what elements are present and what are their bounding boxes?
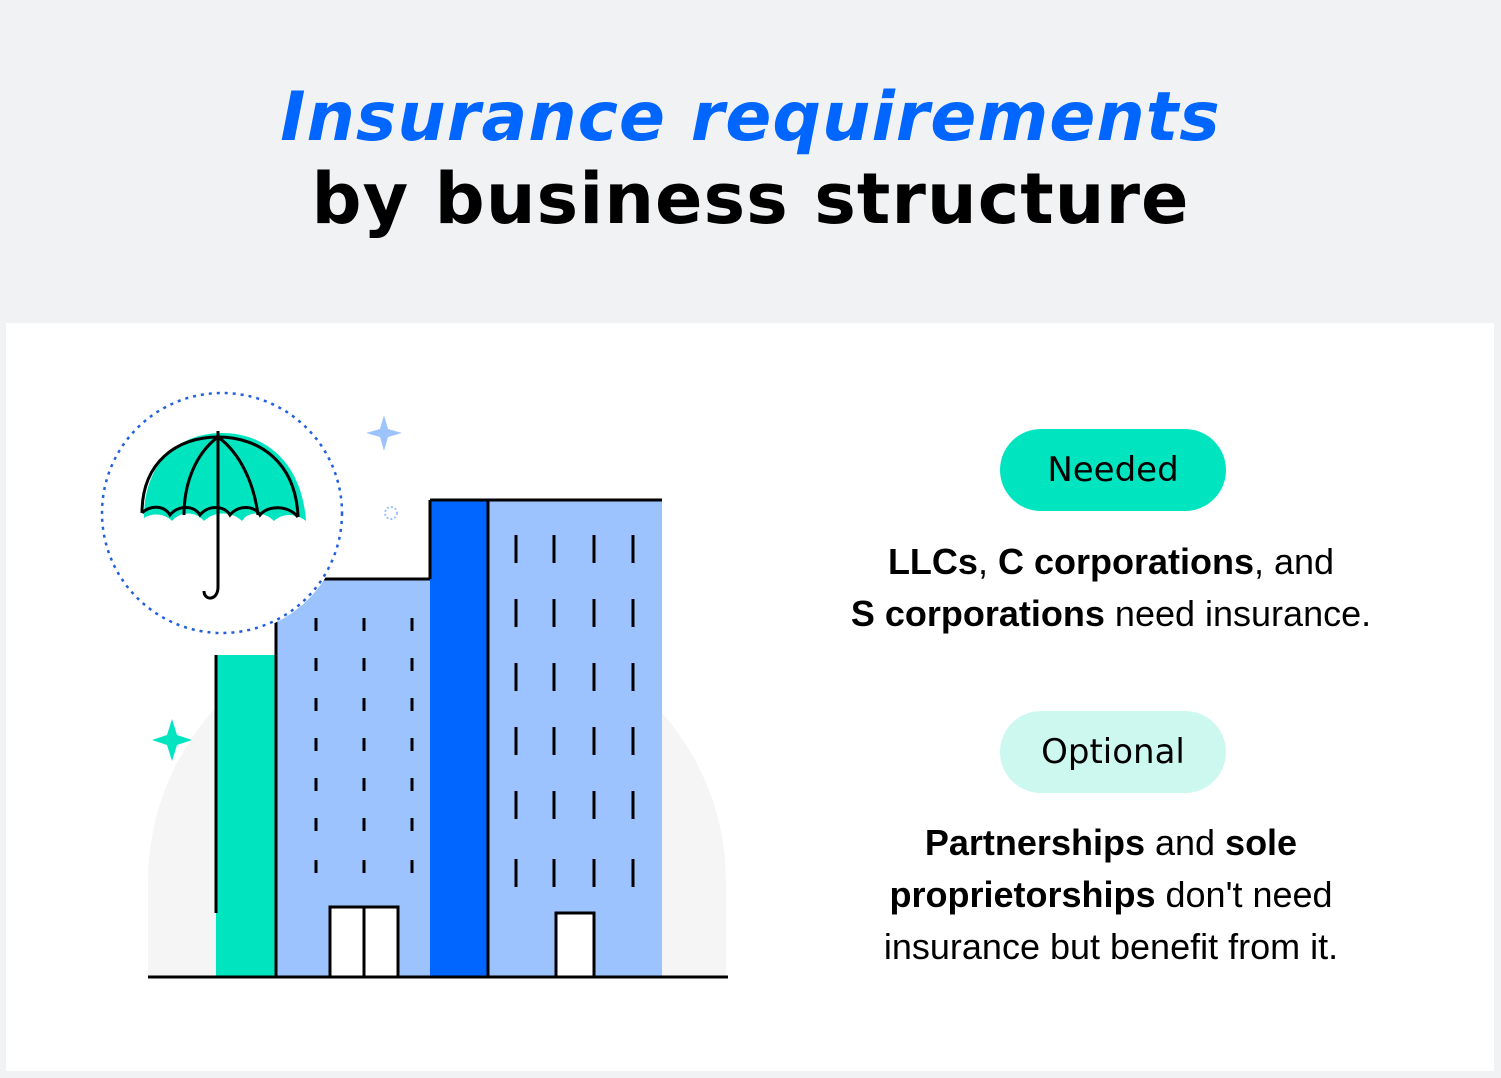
umbrella-icon (140, 431, 306, 600)
needed-tail: need insurance. (1104, 593, 1372, 634)
optional-badge: Optional (1000, 711, 1226, 793)
content-panel: Needed LLCs, C corporations, and S corpo… (6, 323, 1494, 1071)
optional-sep-1: and (1144, 822, 1226, 863)
needed-badge: Needed (1000, 429, 1226, 511)
c-corporations-text: C corporations (997, 541, 1254, 582)
title-line-1: Insurance requirements (280, 78, 1221, 157)
proprietorships-text: proprietorships (889, 874, 1156, 915)
sparkle-icon (152, 719, 192, 761)
sparkle-icon (366, 415, 402, 451)
llcs-text: LLCs (887, 541, 978, 582)
needed-sep-1: , (977, 541, 998, 582)
needed-description: LLCs, C corporations, and S corporations… (806, 536, 1416, 640)
optional-description: Partnerships and sole proprietorships do… (806, 817, 1416, 973)
s-corporations-text: S corporations (850, 593, 1105, 634)
partnerships-text: Partnerships (924, 822, 1145, 863)
sole-text: sole (1225, 822, 1298, 863)
optional-tail: insurance but benefit from it. (883, 926, 1339, 967)
title-line-2: by business structure (311, 158, 1190, 240)
needed-sep-2: , and (1253, 541, 1335, 582)
building-illustration (100, 391, 728, 979)
header: Insurance requirements by business struc… (0, 0, 1501, 322)
optional-sep-2: don't need (1155, 874, 1333, 915)
